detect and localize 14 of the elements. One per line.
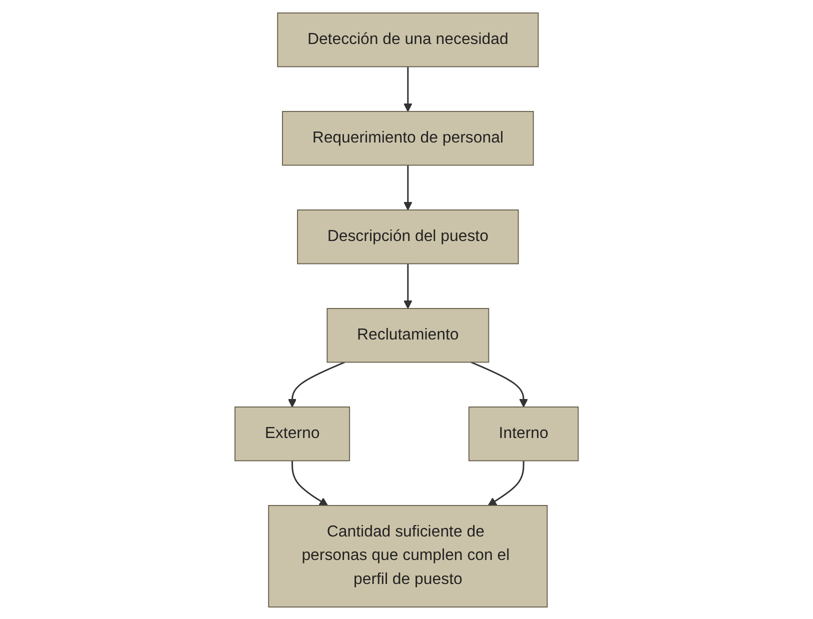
arrow [288,361,346,407]
node-box: Interno [468,406,579,461]
arrow [291,460,328,506]
arrow [403,263,412,308]
node-box: Reclutamiento [326,308,490,362]
arrow [403,66,412,112]
arrow [488,460,524,506]
node-box: Requerimiento de personal [282,110,534,166]
node-box: Externo [234,406,350,461]
node-box: Descripción del puesto [296,209,519,264]
node-box: Detección de una necesidad [277,12,539,67]
arrow [403,164,412,210]
node-box: Cantidad suficiente de personas que cumplen con el perfil de puesto [268,504,548,608]
arrow [470,361,528,407]
